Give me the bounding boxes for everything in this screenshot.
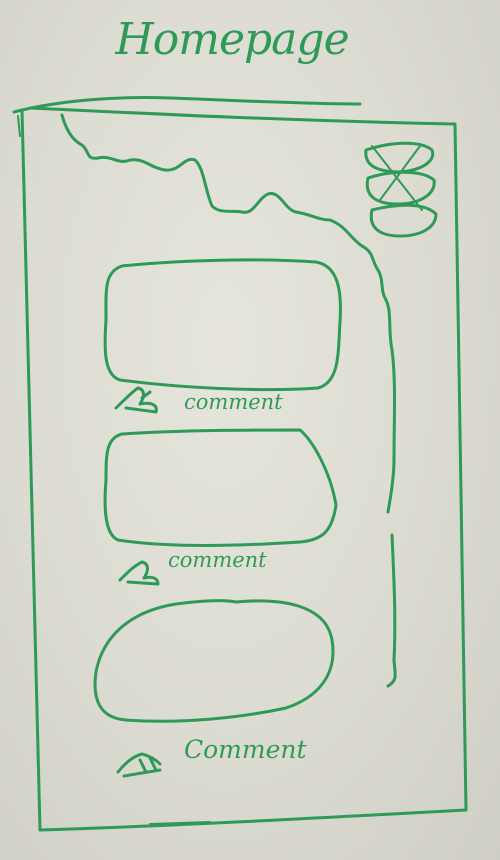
hand-like-icon[interactable] <box>114 386 158 414</box>
hand-like-icon[interactable] <box>118 560 160 586</box>
page-title: Homepage <box>115 14 349 65</box>
post-image-3 <box>93 599 335 723</box>
header-banner-outline <box>60 113 396 514</box>
phone-frame <box>12 96 468 832</box>
comment-button[interactable]: Comment <box>184 735 307 764</box>
comment-button[interactable]: comment <box>184 390 283 414</box>
comment-button[interactable]: comment <box>168 548 267 572</box>
sidebar-right-edge <box>386 533 397 688</box>
hand-like-icon[interactable] <box>116 752 162 778</box>
post-image-1 <box>103 258 342 392</box>
hamburger-menu-icon[interactable] <box>364 141 438 238</box>
post-image-2 <box>103 428 338 547</box>
